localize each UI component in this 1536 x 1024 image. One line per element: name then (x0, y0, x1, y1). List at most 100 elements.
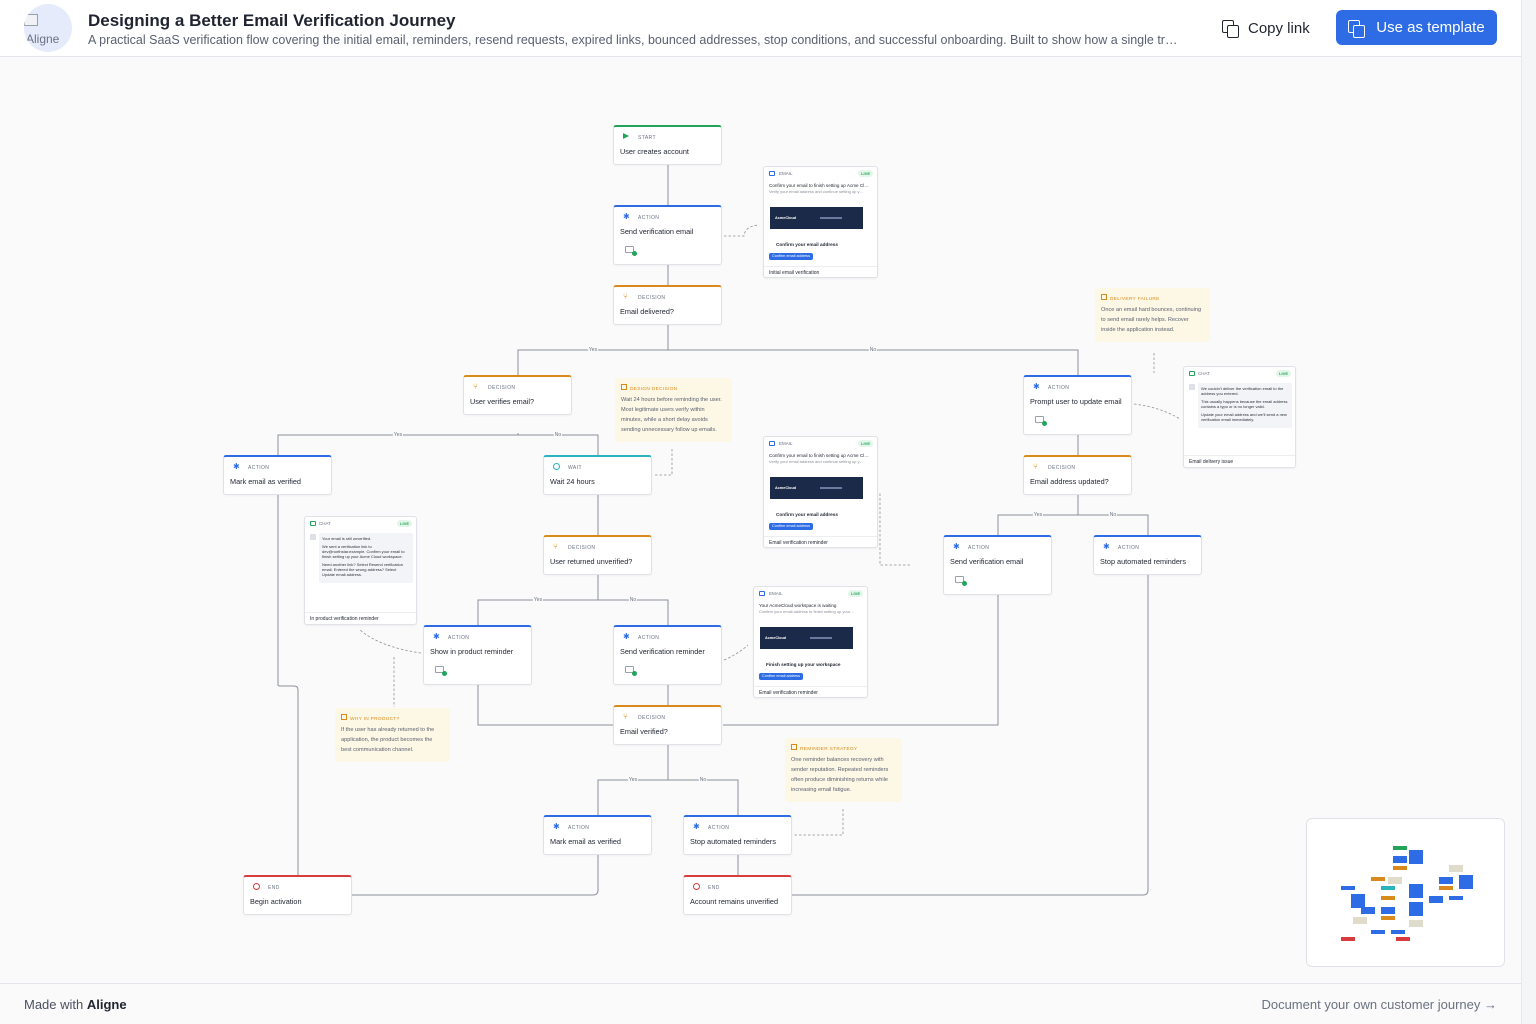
node-wait-24h[interactable]: WAIT Wait 24 hours (543, 455, 652, 495)
node-label: User verifies email? (470, 397, 535, 406)
node-email-delivered[interactable]: ⑂ DECISION Email delivered? (613, 285, 722, 325)
email-caption: Initial email verification (764, 266, 877, 277)
play-icon (623, 133, 629, 139)
node-kind: ACTION (1048, 385, 1070, 391)
chat-icon (310, 521, 316, 526)
lightning-icon: ✱ (1103, 542, 1110, 551)
email-preheader: Verify your email address and continue s… (769, 459, 864, 464)
chat-line: Need another link? Select Resend verific… (322, 562, 403, 577)
node-label: Send verification email (620, 227, 694, 236)
email-caption: Email verification reminder (754, 686, 867, 697)
note-text: Wait 24 hours before reminding the user.… (621, 397, 722, 433)
chat-line: We couldn't deliver the verification ema… (1201, 386, 1284, 396)
email-tag: EMAIL (779, 171, 793, 176)
document-journey-link[interactable]: Document your own customer journey → (1261, 997, 1497, 1012)
envelope-icon (769, 441, 775, 446)
page-subtitle: A practical SaaS verification flow cover… (88, 33, 1178, 47)
link-prompt-chat (1133, 403, 1181, 420)
email-brand: AcmeCloud (765, 636, 787, 640)
node-prompt-update[interactable]: ✱ ACTION Prompt user to update email (1023, 375, 1132, 435)
node-send-verification[interactable]: ✱ ACTION Send verification email (613, 205, 722, 265)
live-badge: LIVE (848, 590, 863, 597)
node-mark-verified-2[interactable]: ✱ ACTION Mark email as verified (543, 815, 652, 855)
chat-caption: Email delivery issue (1184, 455, 1295, 467)
note-why-in-product[interactable]: WHY IN PRODUCT? If the user has already … (335, 708, 450, 762)
node-remains-unverified[interactable]: END Account remains unverified (683, 875, 792, 915)
chat-bubble: We couldn't deliver the verification ema… (1198, 383, 1292, 428)
edge-label-yes: Yes (587, 347, 599, 353)
node-kind: DECISION (568, 545, 596, 551)
node-kind: ACTION (638, 635, 660, 641)
footer-brand-link[interactable]: Aligne (86, 997, 127, 1012)
node-kind: ACTION (448, 635, 470, 641)
edge-delivered-no (668, 349, 1079, 376)
chat-channel-icon (435, 666, 447, 676)
chat-channel-icon (1035, 416, 1047, 426)
minimap[interactable] (1306, 818, 1505, 967)
chat-line: Your email is still unverified. (322, 536, 372, 541)
node-kind: ACTION (708, 825, 730, 831)
edge-stop1-end (792, 573, 1149, 896)
node-returned-unverified[interactable]: ⑂ DECISION User returned unverified? (543, 535, 652, 575)
branch-icon: ⑂ (553, 542, 558, 551)
email-preview-reminder[interactable]: EMAIL LIVE Confirm your email to finish … (763, 436, 878, 548)
link-inproduct-chat (359, 629, 422, 654)
node-kind: DECISION (638, 295, 666, 301)
page-scrollbar[interactable] (1521, 0, 1536, 1024)
logo[interactable]: Aligne (24, 4, 72, 52)
note-text: One reminder balances recovery with send… (791, 757, 889, 793)
note-delivery-failure[interactable]: DELIVERY FAILURE Once an email hard boun… (1095, 288, 1210, 342)
node-address-updated[interactable]: ⑂ DECISION Email address updated? (1023, 455, 1132, 495)
node-mark-verified-1[interactable]: ✱ ACTION Mark email as verified (223, 455, 332, 495)
node-label: Begin activation (250, 897, 302, 906)
email-brand: AcmeCloud (775, 216, 797, 220)
note-title: DELIVERY FAILURE (1101, 294, 1204, 302)
lightning-icon: ✱ (553, 822, 560, 831)
chat-preview-delivery[interactable]: CHAT LIVE We couldn't deliver the verifi… (1183, 366, 1296, 468)
node-kind: DECISION (1048, 465, 1076, 471)
node-kind: ACTION (248, 465, 270, 471)
flow-canvas[interactable]: START User creates account ✱ ACTION Send… (0, 57, 1521, 983)
email-cta-button: Confirm email address (769, 523, 813, 530)
made-with: Made with Aligne (24, 997, 127, 1012)
live-badge: LIVE (397, 520, 412, 527)
edge-label-no: No (628, 597, 638, 603)
stop-icon (253, 883, 260, 890)
node-send-verification-2[interactable]: ✱ ACTION Send verification email (943, 535, 1052, 595)
node-label: Mark email as verified (550, 837, 621, 846)
node-begin-activation[interactable]: END Begin activation (243, 875, 352, 915)
email-hero-bar (810, 637, 832, 639)
link-note-design (655, 449, 673, 476)
email-subject: Confirm your email to finish setting up … (769, 453, 869, 458)
chat-preview-inproduct[interactable]: CHAT LIVE Your email is still unverified… (304, 516, 417, 625)
node-user-verifies[interactable]: ⑂ DECISION User verifies email? (463, 375, 572, 415)
node-send-reminder[interactable]: ✱ ACTION Send verification reminder (613, 625, 722, 685)
chat-caption: In product verification reminder (305, 612, 416, 624)
note-title: DESIGN DECISION (621, 384, 726, 392)
node-kind: ACTION (1118, 545, 1140, 551)
email-cta-button: Confirm email address (769, 253, 813, 260)
email-preview-initial[interactable]: EMAIL LIVE Confirm your email to finish … (763, 166, 878, 278)
edge-verifies-no (518, 434, 599, 456)
copy-link-button[interactable]: Copy link (1222, 14, 1310, 42)
chat-bubble: Your email is still unverified. We sent … (319, 533, 413, 583)
use-template-button[interactable]: Use as template (1336, 10, 1497, 45)
avatar (310, 534, 316, 540)
node-email-verified[interactable]: ⑂ DECISION Email verified? (613, 705, 722, 745)
node-start[interactable]: START User creates account (613, 125, 722, 165)
node-show-inproduct[interactable]: ✱ ACTION Show in product reminder (423, 625, 532, 685)
note-reminder-strategy[interactable]: REMINDER STRATEGY One reminder balances … (785, 738, 902, 802)
note-design-decision[interactable]: DESIGN DECISION Wait 24 hours before rem… (615, 378, 732, 442)
node-label: User creates account (620, 147, 689, 156)
node-stop-reminders-1[interactable]: ✱ ACTION Stop automated reminders (1093, 535, 1202, 575)
node-label: Email address updated? (1030, 477, 1109, 486)
chat-icon (1189, 371, 1195, 376)
email-hero: AcmeCloud (770, 477, 863, 499)
node-stop-reminders-2[interactable]: ✱ ACTION Stop automated reminders (683, 815, 792, 855)
node-kind: DECISION (488, 385, 516, 391)
lightning-icon: ✱ (623, 212, 630, 221)
email-preview-workspace[interactable]: EMAIL LIVE Your AcmeCloud workspace is w… (753, 586, 868, 698)
email-subject: Confirm your email to finish setting up … (769, 183, 869, 188)
node-kind: END (268, 885, 280, 891)
node-label: Account remains unverified (690, 897, 779, 906)
